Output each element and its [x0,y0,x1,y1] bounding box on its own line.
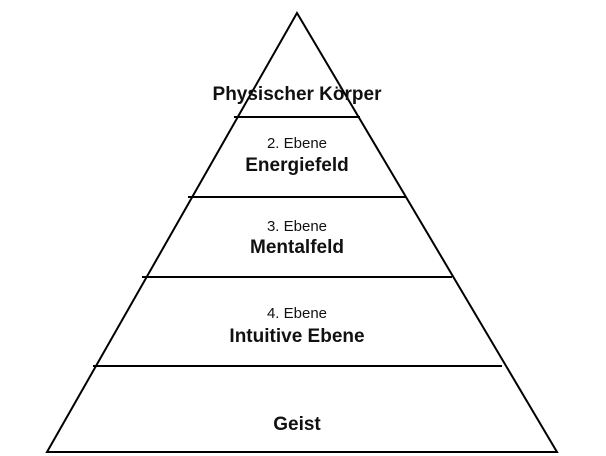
level-5-name: Physischer Körper [213,84,383,105]
level-1: Geist [273,414,321,435]
level-4-name: Energiefeld [245,155,348,176]
level-3-number: 3. Ebene [267,218,327,235]
level-2-name: Intuitive Ebene [229,326,364,347]
level-4: 2. Ebene Energiefeld [245,135,348,176]
level-4-number: 2. Ebene [267,135,327,152]
level-2: 4. Ebene Intuitive Ebene [229,305,364,347]
pyramid-outline [45,11,559,453]
level-3-name: Mentalfeld [250,237,344,258]
level-2-number: 4. Ebene [267,305,327,322]
level-3: 3. Ebene Mentalfeld [250,218,344,258]
level-5: Physischer Körper [213,84,383,105]
level-1-name: Geist [273,414,321,435]
